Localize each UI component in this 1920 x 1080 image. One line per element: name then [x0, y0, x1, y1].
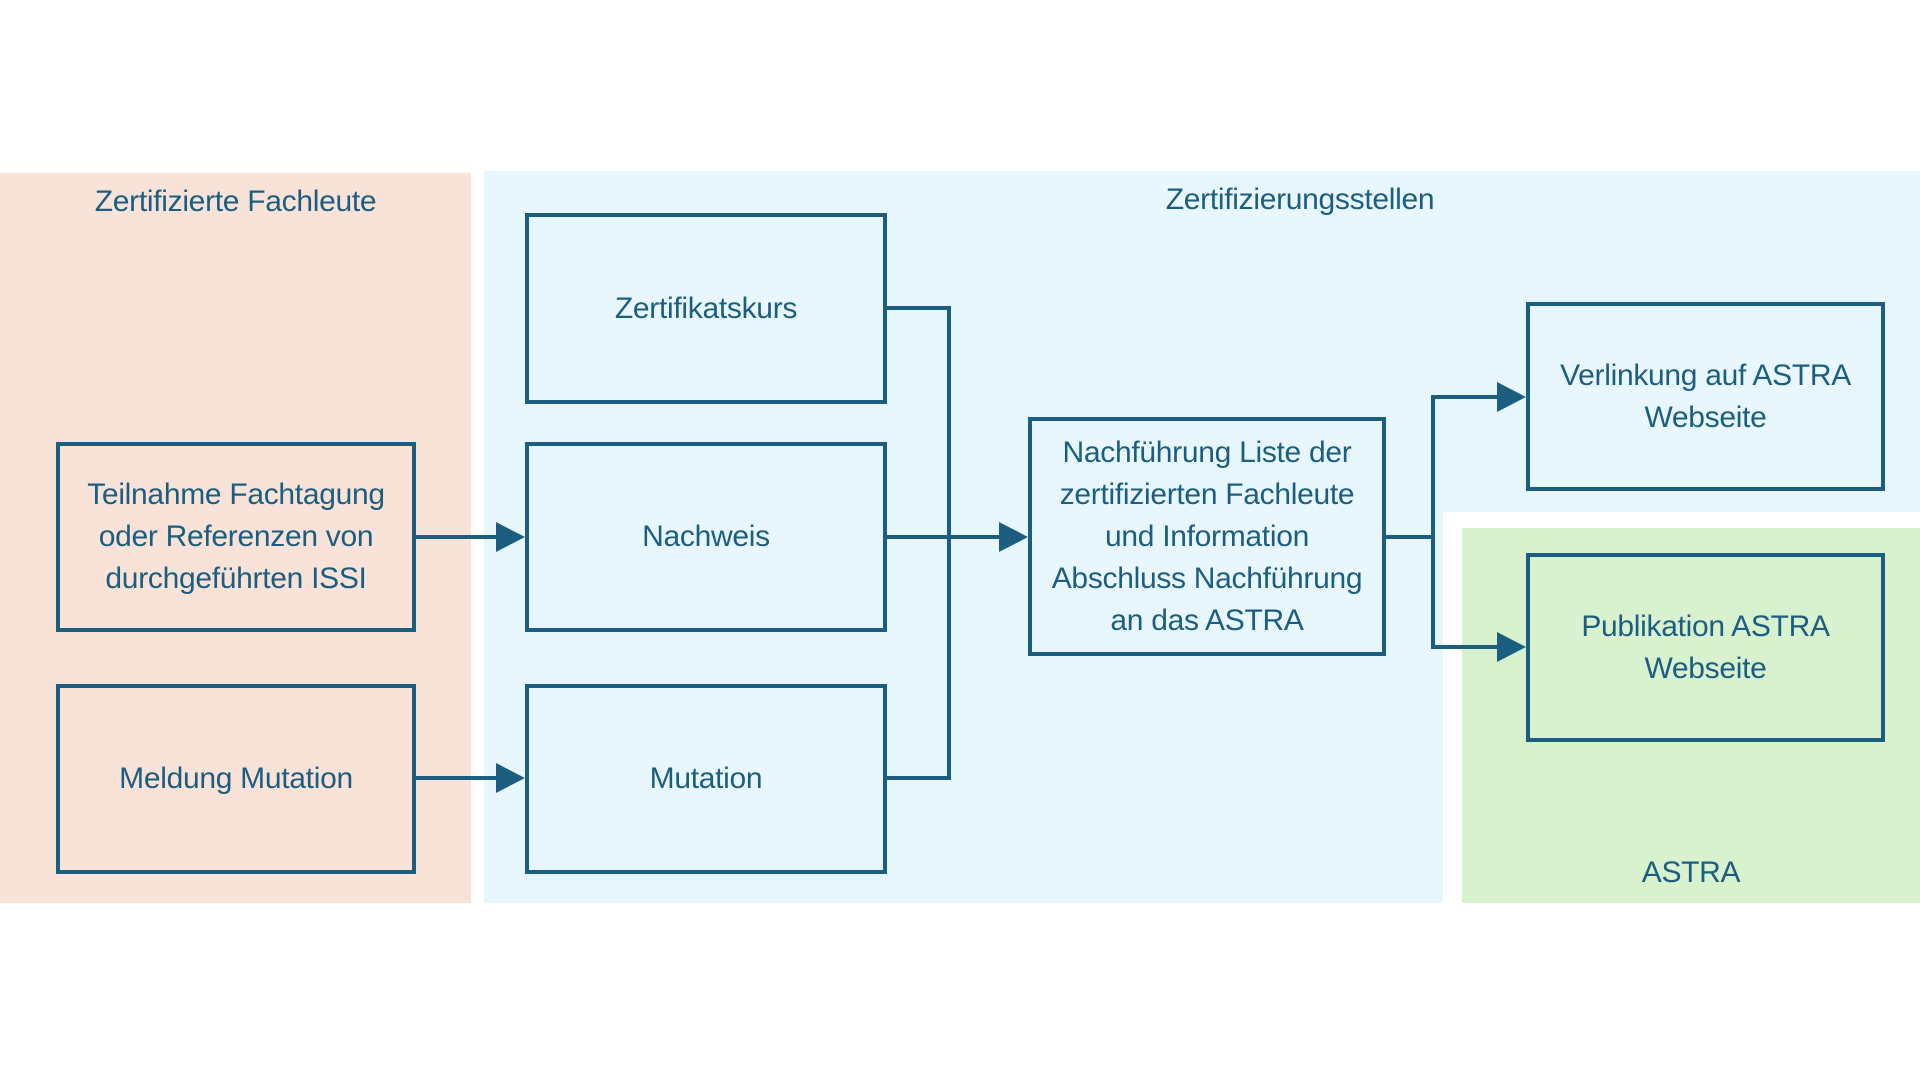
node-meldung-mutation: Meldung Mutation	[56, 684, 416, 874]
node-label: Publikation ASTRA Webseite	[1581, 609, 1830, 685]
node-mutation: Mutation	[525, 684, 887, 874]
node-nachweis: Nachweis	[525, 442, 887, 632]
node-zertifikatskurs: Zertifikatskurs	[525, 213, 887, 404]
lane-title-fachleute: Zertifizierte Fachleute	[94, 185, 377, 218]
node-publikation-astra: Publikation ASTRA Webseite	[1526, 553, 1885, 742]
node-label: Nachführung Liste der zertifizierten Fac…	[1051, 435, 1363, 637]
node-verlinkung-astra: Verlinkung auf ASTRA Webseite	[1526, 302, 1885, 491]
node-label: Teilnahme Fachtagung oder Referenzen von…	[87, 478, 385, 595]
lane-title-astra: ASTRA	[1641, 856, 1741, 889]
node-label: Verlinkung auf ASTRA Webseite	[1560, 358, 1851, 434]
node-label: Mutation	[649, 762, 763, 795]
node-label: Meldung Mutation	[119, 762, 353, 795]
node-teilnahme-fachtagung: Teilnahme Fachtagung oder Referenzen von…	[56, 442, 416, 632]
node-nachfuehrung-liste: Nachführung Liste der zertifizierten Fac…	[1028, 417, 1386, 656]
node-label: Zertifikatskurs	[614, 291, 798, 325]
lane-title-stellen: Zertifizierungsstellen	[1165, 183, 1435, 216]
node-label: Nachweis	[642, 520, 770, 553]
